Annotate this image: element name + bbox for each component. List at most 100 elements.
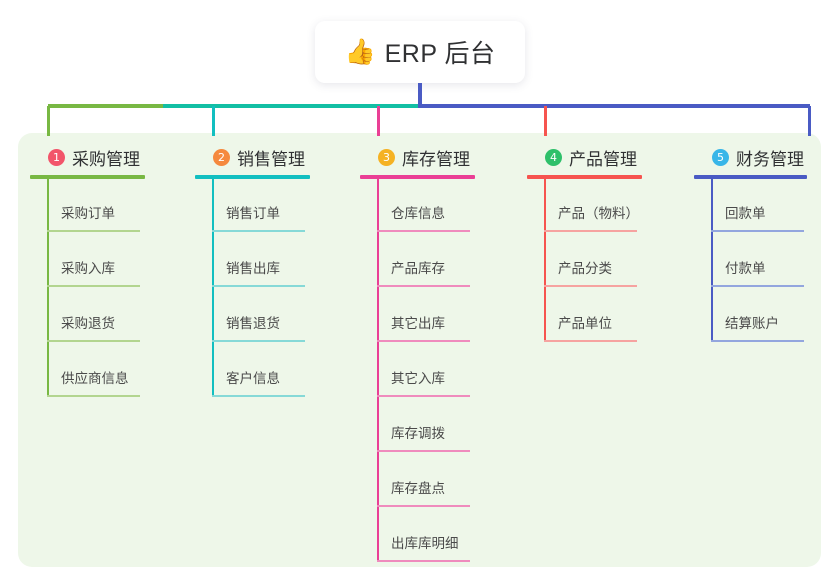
column-badge-5: 5 [712, 148, 729, 166]
column-trunk-2 [212, 179, 214, 397]
leaf-label: 采购订单 [61, 206, 115, 221]
leaf-rule [212, 340, 305, 342]
leaf-label: 产品（物料） [558, 206, 639, 221]
leaf-label: 付款单 [725, 261, 766, 276]
leaf-node[interactable]: 供应商信息 [30, 344, 145, 399]
leaf-label: 客户信息 [226, 371, 280, 386]
column-title-3: 库存管理 [402, 149, 470, 169]
leaf-rule [212, 395, 305, 397]
column-header-rule-2 [195, 175, 310, 179]
branch-column-2: 2 销售管理销售订单销售出库销售退货客户信息 [195, 145, 310, 399]
leaf-rule [47, 395, 140, 397]
leaf-node[interactable]: 出库库明细 [360, 509, 475, 564]
leaf-node[interactable]: 销售出库 [195, 234, 310, 289]
branch-column-5: 5 财务管理回款单付款单结算账户 [694, 145, 807, 344]
leaf-label: 供应商信息 [61, 371, 129, 386]
leaf-rule [711, 340, 804, 342]
column-header-2[interactable]: 2 销售管理 [195, 145, 310, 169]
column-trunk-1 [47, 179, 49, 397]
column-header-1[interactable]: 1 采购管理 [30, 145, 145, 169]
column-header-5[interactable]: 5 财务管理 [694, 145, 807, 169]
leaf-rule [47, 340, 140, 342]
leaf-label: 产品分类 [558, 261, 612, 276]
leaf-label: 销售退货 [226, 316, 280, 331]
leaf-node[interactable]: 采购退货 [30, 289, 145, 344]
column-title-4: 产品管理 [569, 149, 637, 169]
leaf-label: 采购入库 [61, 261, 115, 276]
column-title-5: 财务管理 [736, 149, 804, 169]
leaf-node[interactable]: 产品（物料） [527, 179, 642, 234]
bus-segment-2 [163, 104, 418, 108]
column-badge-4: 4 [545, 148, 562, 166]
leaf-rule [212, 230, 305, 232]
drop-connector-4 [544, 106, 547, 136]
column-badge-2: 2 [213, 148, 230, 166]
leaf-rule [377, 560, 470, 562]
leaf-node[interactable]: 产品分类 [527, 234, 642, 289]
root-node-title: ERP 后台 [384, 40, 496, 68]
thumbs-up-icon: 👍 [344, 37, 376, 66]
leaf-rule [377, 285, 470, 287]
leaf-label: 销售订单 [226, 206, 280, 221]
column-header-rule-5 [694, 175, 807, 179]
leaf-rule [377, 505, 470, 507]
root-node-erp-backend[interactable]: 👍 ERP 后台 [315, 21, 525, 83]
drop-connector-2 [212, 106, 215, 136]
column-trunk-5 [711, 179, 713, 342]
leaf-rule [47, 230, 140, 232]
leaf-rule [377, 395, 470, 397]
leaf-node[interactable]: 结算账户 [694, 289, 807, 344]
leaf-node[interactable]: 采购订单 [30, 179, 145, 234]
leaf-node[interactable]: 销售订单 [195, 179, 310, 234]
leaf-label: 其它出库 [391, 316, 445, 331]
leaf-node[interactable]: 采购入库 [30, 234, 145, 289]
column-branch-1: 采购订单采购入库采购退货供应商信息 [30, 179, 145, 399]
leaf-rule [47, 285, 140, 287]
column-header-4[interactable]: 4 产品管理 [527, 145, 642, 169]
column-trunk-4 [544, 179, 546, 342]
leaf-rule [711, 230, 804, 232]
branch-column-3: 3 库存管理仓库信息产品库存其它出库其它入库库存调拨库存盘点出库库明细 [360, 145, 475, 564]
column-header-3[interactable]: 3 库存管理 [360, 145, 475, 169]
bus-segment-3 [418, 104, 810, 108]
column-badge-3: 3 [378, 148, 395, 166]
column-branch-4: 产品（物料） 产品分类产品单位 [527, 179, 642, 344]
leaf-label: 回款单 [725, 206, 766, 221]
leaf-node[interactable]: 库存盘点 [360, 454, 475, 509]
leaf-node[interactable]: 产品库存 [360, 234, 475, 289]
column-header-rule-3 [360, 175, 475, 179]
leaf-node[interactable]: 库存调拨 [360, 399, 475, 454]
column-title-1: 采购管理 [72, 149, 140, 169]
leaf-node[interactable]: 销售退货 [195, 289, 310, 344]
leaf-node[interactable]: 仓库信息 [360, 179, 475, 234]
leaf-node[interactable]: 其它入库 [360, 344, 475, 399]
leaf-rule [544, 230, 637, 232]
column-branch-2: 销售订单销售出库销售退货客户信息 [195, 179, 310, 399]
leaf-node[interactable]: 付款单 [694, 234, 807, 289]
branch-column-1: 1 采购管理采购订单采购入库采购退货供应商信息 [30, 145, 145, 399]
leaf-label: 出库库明细 [391, 536, 459, 551]
leaf-node[interactable]: 产品单位 [527, 289, 642, 344]
leaf-label: 产品单位 [558, 316, 612, 331]
leaf-rule [377, 230, 470, 232]
leaf-node[interactable]: 其它出库 [360, 289, 475, 344]
branch-column-4: 4 产品管理产品（物料） 产品分类产品单位 [527, 145, 642, 344]
leaf-label: 销售出库 [226, 261, 280, 276]
leaf-label: 结算账户 [725, 316, 779, 331]
root-connector-stem [418, 83, 422, 107]
bus-segment-1 [48, 104, 163, 108]
leaf-rule [544, 285, 637, 287]
leaf-rule [544, 340, 637, 342]
diagram-background-panel [18, 133, 821, 567]
column-badge-1: 1 [48, 148, 65, 166]
column-header-rule-4 [527, 175, 642, 179]
column-title-2: 销售管理 [237, 149, 305, 169]
drop-connector-1 [47, 106, 50, 136]
leaf-node[interactable]: 回款单 [694, 179, 807, 234]
leaf-rule [711, 285, 804, 287]
column-branch-3: 仓库信息产品库存其它出库其它入库库存调拨库存盘点出库库明细 [360, 179, 475, 564]
leaf-rule [377, 340, 470, 342]
leaf-label: 其它入库 [391, 371, 445, 386]
leaf-rule [212, 285, 305, 287]
leaf-node[interactable]: 客户信息 [195, 344, 310, 399]
